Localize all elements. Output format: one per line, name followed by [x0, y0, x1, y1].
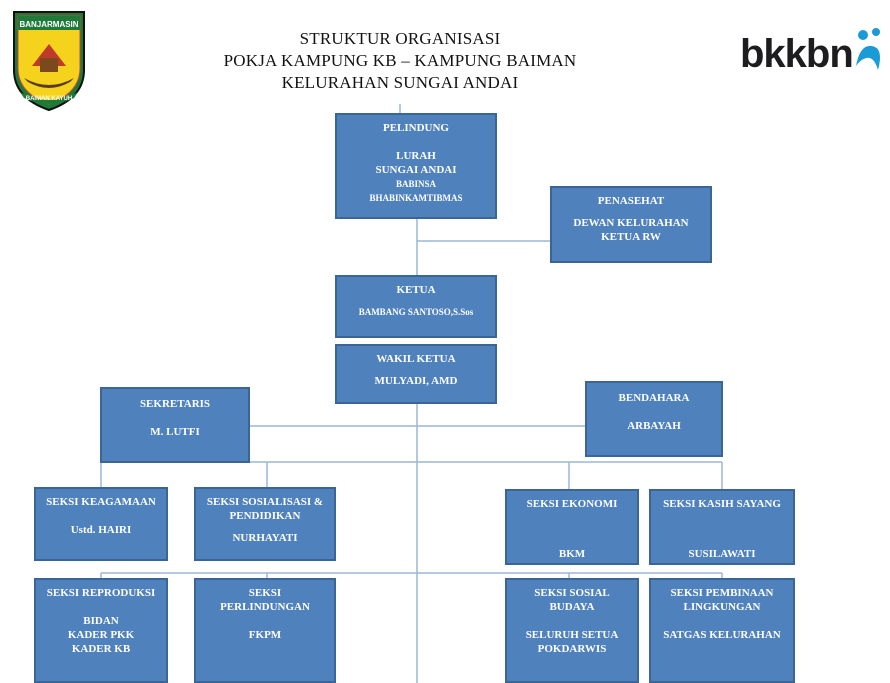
lingkungan-role-2: LINGKUNGAN — [683, 601, 761, 613]
perlindungan-role-2: PERLINDUNGAN — [220, 601, 310, 613]
perlindungan-role-1: SEKSI — [248, 587, 282, 599]
ketua-name: BAMBANG SANTOSO,S.Sos — [358, 307, 474, 317]
ketua-role: KETUA — [396, 284, 436, 296]
node-ketua: KETUA BAMBANG SANTOSO,S.Sos — [335, 275, 497, 338]
node-seksi-keagamaan: SEKSI KEAGAMAAN Ustd. HAIRI — [34, 487, 168, 561]
wakil-role: WAKIL KETUA — [376, 353, 456, 365]
perlindungan-name: FKPM — [248, 629, 282, 641]
node-seksi-sosialisasi: SEKSI SOSIALISASI & PENDIDIKAN NURHAYATI — [194, 487, 336, 561]
bendahara-role: BENDAHARA — [618, 392, 690, 404]
bkkbn-logo: bkkbn — [740, 22, 885, 92]
sosbud-role-2: BUDAYA — [549, 601, 595, 613]
reproduksi-line-3: KADER KB — [71, 643, 131, 655]
kasih-role: SEKSI KASIH SAYANG — [663, 498, 781, 510]
penasehat-line-2: KETUA RW — [601, 231, 661, 243]
node-seksi-lingkungan: SEKSI PEMBINAAN LINGKUNGAN SATGAS KELURA… — [649, 578, 795, 683]
pelindung-role: PELINDUNG — [382, 122, 449, 134]
wakil-name: MULYADI, AMD — [374, 375, 458, 387]
node-sekretaris: SEKRETARIS M. LUTFI — [100, 387, 250, 463]
lingkungan-role-1: SEKSI PEMBINAAN — [670, 587, 774, 599]
node-seksi-sosial-budaya: SEKSI SOSIAL BUDAYA SELURUH SETUA POKDAR… — [505, 578, 639, 683]
node-seksi-reproduksi: SEKSI REPRODUKSI BIDAN KADER PKK KADER K… — [34, 578, 168, 683]
ekonomi-name: BKM — [558, 548, 586, 560]
pelindung-line-2: SUNGAI ANDAI — [375, 164, 457, 176]
title-line-2: POKJA KAMPUNG KB – KAMPUNG BAIMAN — [223, 51, 577, 70]
reproduksi-line-1: BIDAN — [83, 615, 119, 627]
sosialisasi-role-1: SEKSI SOSIALISASI & — [206, 496, 324, 508]
penasehat-line-1: DEWAN KELURAHAN — [573, 217, 689, 229]
penasehat-role: PENASEHAT — [597, 195, 665, 207]
reproduksi-role: SEKSI REPRODUKSI — [46, 587, 156, 599]
sekretaris-name: M. LUTFI — [150, 426, 200, 438]
emblem-top-text: BANJARMASIN — [19, 20, 78, 29]
sosbud-role-1: SEKSI SOSIAL — [534, 587, 610, 599]
reproduksi-line-2: KADER PKK — [67, 629, 135, 641]
pelindung-line-4: BHABINKAMTIBMAS — [369, 193, 463, 203]
sosbud-line-1: SELURUH SETUA — [525, 629, 619, 641]
title-line-3: KELURAHAN SUNGAI ANDAI — [281, 73, 519, 92]
node-bendahara: BENDAHARA ARBAYAH — [585, 381, 723, 457]
pelindung-line-1: LURAH — [396, 150, 436, 162]
bendahara-name: ARBAYAH — [627, 420, 681, 432]
kasih-name: SUSILAWATI — [688, 548, 756, 560]
keagamaan-name: Ustd. HAIRI — [70, 524, 132, 536]
sosialisasi-name: NURHAYATI — [232, 532, 298, 544]
node-seksi-perlindungan: SEKSI PERLINDUNGAN FKPM — [194, 578, 336, 683]
pelindung-line-3: BABINSA — [395, 179, 436, 189]
node-penasehat: PENASEHAT DEWAN KELURAHAN KETUA RW — [550, 186, 712, 263]
bkkbn-mark-icon — [856, 28, 880, 70]
sosialisasi-role-2: PENDIDIKAN — [229, 510, 301, 522]
lingkungan-name: SATGAS KELURAHAN — [663, 629, 781, 641]
chart-title: STRUKTUR ORGANISASI POKJA KAMPUNG KB – K… — [150, 28, 650, 94]
bkkbn-logo-text: bkkbn — [740, 32, 854, 76]
title-line-1: STRUKTUR ORGANISASI — [299, 29, 501, 48]
node-wakil-ketua: WAKIL KETUA MULYADI, AMD — [335, 344, 497, 404]
banjarmasin-emblem: BANJARMASIN BAIMAN KAYUH — [13, 11, 85, 112]
sekretaris-role: SEKRETARIS — [139, 398, 211, 410]
node-pelindung: PELINDUNG LURAH SUNGAI ANDAI BABINSA BHA… — [335, 113, 497, 219]
node-seksi-kasih-sayang: SEKSI KASIH SAYANG SUSILAWATI — [649, 489, 795, 565]
sosbud-line-2: POKDARWIS — [537, 643, 607, 655]
emblem-bottom-text: BAIMAN KAYUH — [26, 96, 72, 102]
ekonomi-role: SEKSI EKONOMI — [526, 498, 618, 510]
keagamaan-role: SEKSI KEAGAMAAN — [46, 496, 156, 508]
node-seksi-ekonomi: SEKSI EKONOMI BKM — [505, 489, 639, 565]
